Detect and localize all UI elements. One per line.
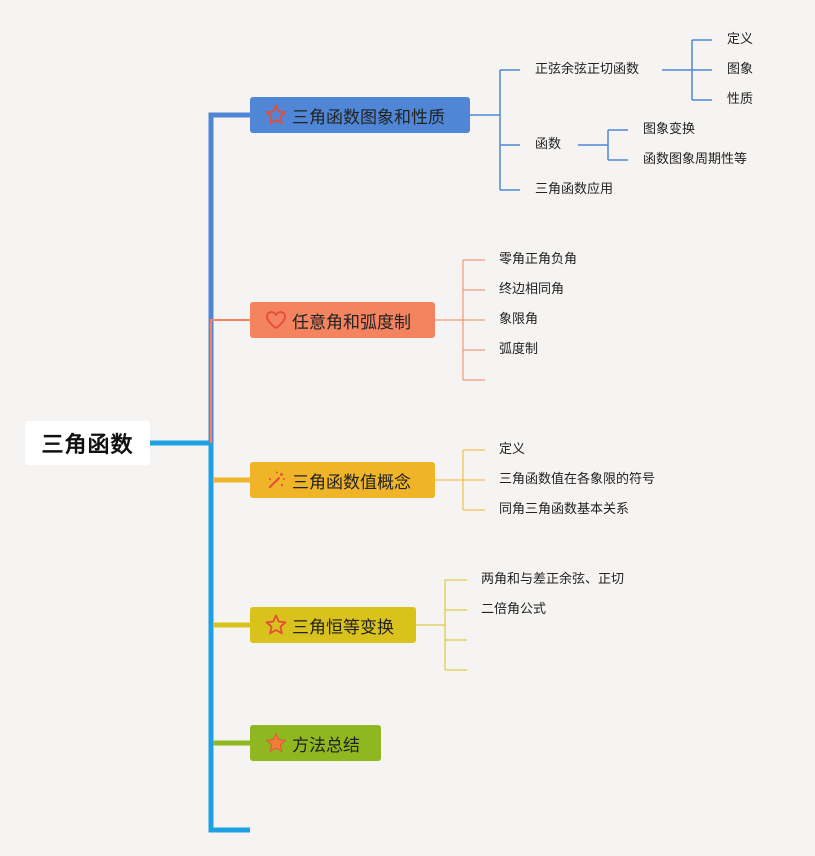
branch-trig-identity-transform[interactable]: 三角恒等变换: [250, 607, 416, 643]
leaf-graph[interactable]: 图象: [727, 62, 754, 77]
branch-label: 三角函数值概念: [292, 472, 411, 493]
branch-method-summary[interactable]: 方法总结: [250, 725, 381, 761]
leaf-double-angle-formula[interactable]: 二倍角公式: [481, 602, 547, 617]
leaf-radian[interactable]: 弧度制: [499, 342, 539, 357]
leaf-quadrant-signs[interactable]: 三角函数值在各象限的符号: [499, 472, 656, 487]
heart-outline-icon: [266, 311, 286, 329]
branch-label: 任意角和弧度制: [292, 312, 411, 333]
leaf-same-angle-relations[interactable]: 同角三角函数基本关系: [499, 502, 630, 517]
branch-label: 方法总结: [292, 735, 360, 756]
subtopic-trig-application[interactable]: 三角函数应用: [535, 182, 614, 197]
magic-wand-icon: [269, 471, 285, 488]
leaf-zero-positive-negative-angle[interactable]: 零角正角负角: [499, 252, 578, 267]
branch-label: 三角恒等变换: [292, 617, 394, 638]
branch-arbitrary-angle-radian[interactable]: 任意角和弧度制: [250, 302, 435, 338]
subtopic-function[interactable]: 函数: [535, 137, 562, 152]
leaf-quadrant-angle[interactable]: 象限角: [499, 312, 539, 327]
leaf-definition[interactable]: 定义: [499, 442, 526, 457]
subtopic-sin-cos-tan[interactable]: 正弦余弦正切函数: [535, 62, 640, 77]
star-outline-icon: [265, 104, 287, 125]
leaf-graph-periodicity[interactable]: 函数图象周期性等: [643, 152, 748, 167]
branch-label: 三角函数图象和性质: [292, 107, 445, 128]
leaf-coterminal-angle[interactable]: 终边相同角: [499, 282, 565, 297]
root-topic[interactable]: 三角函数: [25, 421, 150, 465]
star-outline-icon: [265, 614, 287, 635]
leaf-sum-difference-formulas[interactable]: 两角和与差正余弦、正切: [481, 572, 625, 587]
leaf-definition[interactable]: 定义: [727, 32, 754, 47]
leaf-properties[interactable]: 性质: [727, 92, 754, 107]
leaf-graph-transform[interactable]: 图象变换: [643, 122, 696, 137]
star-filled-icon: [266, 733, 286, 752]
branch-trig-value-concept[interactable]: 三角函数值概念: [250, 462, 435, 498]
branch-trig-graph-properties[interactable]: 三角函数图象和性质: [250, 97, 470, 133]
